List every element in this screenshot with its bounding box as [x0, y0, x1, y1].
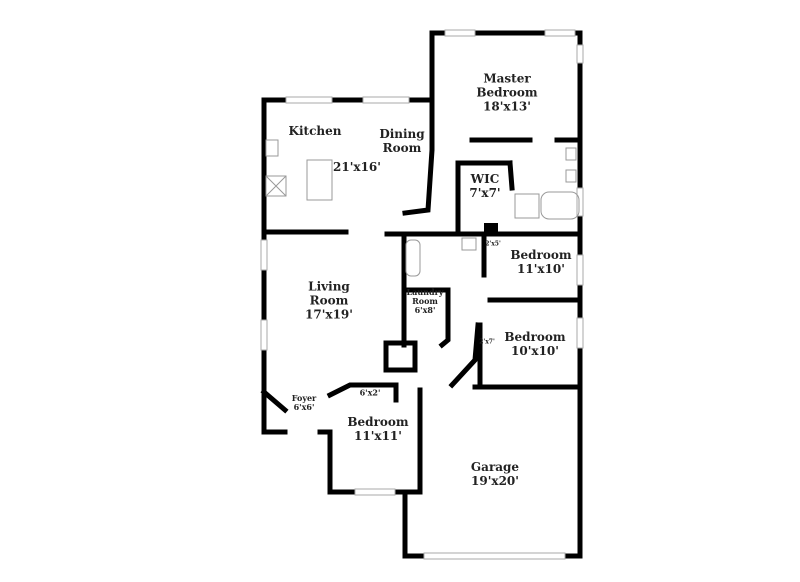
room-name: Living: [308, 279, 350, 294]
fixtures: [265, 139, 580, 277]
room-dims: 11'x11': [354, 429, 402, 443]
room-label-kitchen: Kitchen: [288, 124, 342, 139]
room-dims: 2'x7': [479, 338, 495, 346]
column: [484, 223, 498, 235]
room-label-laundry-room: Laundry Room 6'x8': [407, 288, 444, 316]
room-name: Laundry: [406, 287, 444, 298]
room-label-master-bedroom: Master Bedroom 18'x13': [476, 72, 537, 113]
room-label-bedroom-4: Bedroom 11'x11': [347, 415, 409, 444]
room-label-foyer: Foyer 6'x6': [291, 392, 317, 412]
room-name: Garage: [470, 460, 520, 475]
room-name: Master: [483, 71, 531, 86]
room-dims: 6'x6': [293, 402, 315, 412]
room-name: WIC: [470, 172, 500, 187]
room-name: Dining: [379, 127, 425, 142]
room-dims-kitchen: 21'x16': [333, 160, 381, 175]
room-name: Room: [412, 296, 438, 307]
room-dims: 10'x10': [511, 344, 559, 358]
room-label-closet-2x5: 2'x5': [485, 240, 501, 249]
room-dims: 6'x2': [359, 387, 381, 398]
room-dims: 2'x5': [485, 240, 501, 248]
room-label-bedroom-3: Bedroom 10'x10': [504, 330, 566, 359]
room-label-wic: WIC 7'x7': [469, 172, 501, 201]
windows: [260, 29, 584, 560]
room-label-dining-room: Dining Room: [379, 127, 425, 156]
room-label-living-room: Living Room 17'x19': [305, 280, 353, 321]
room-name: Room: [309, 293, 349, 308]
room-dims: 11'x10': [517, 262, 565, 276]
room-label-bedroom-2: Bedroom 11'x10': [510, 248, 572, 277]
room-dims: 18'x13': [483, 98, 531, 113]
room-dims: 17'x19': [305, 306, 353, 321]
room-name: Bedroom: [510, 248, 572, 263]
room-dims: 6'x8': [414, 305, 436, 316]
room-dims: 19'x20': [471, 474, 519, 488]
room-name: Foyer: [291, 392, 317, 403]
room-name: Bedroom: [504, 330, 566, 345]
room-dims: 7'x7': [469, 186, 501, 200]
room-dims: 21'x16': [333, 160, 381, 175]
room-label-closet-6x2: 6'x2': [360, 388, 381, 397]
room-name: Bedroom: [347, 415, 409, 430]
room-label-closet-2x7: 2'x7': [479, 338, 495, 347]
walls: [260, 30, 583, 559]
room-name: Room: [382, 141, 422, 155]
room-name: Bedroom: [476, 85, 538, 100]
room-name: Kitchen: [288, 124, 342, 139]
room-label-garage: Garage 19'x20': [470, 460, 520, 489]
